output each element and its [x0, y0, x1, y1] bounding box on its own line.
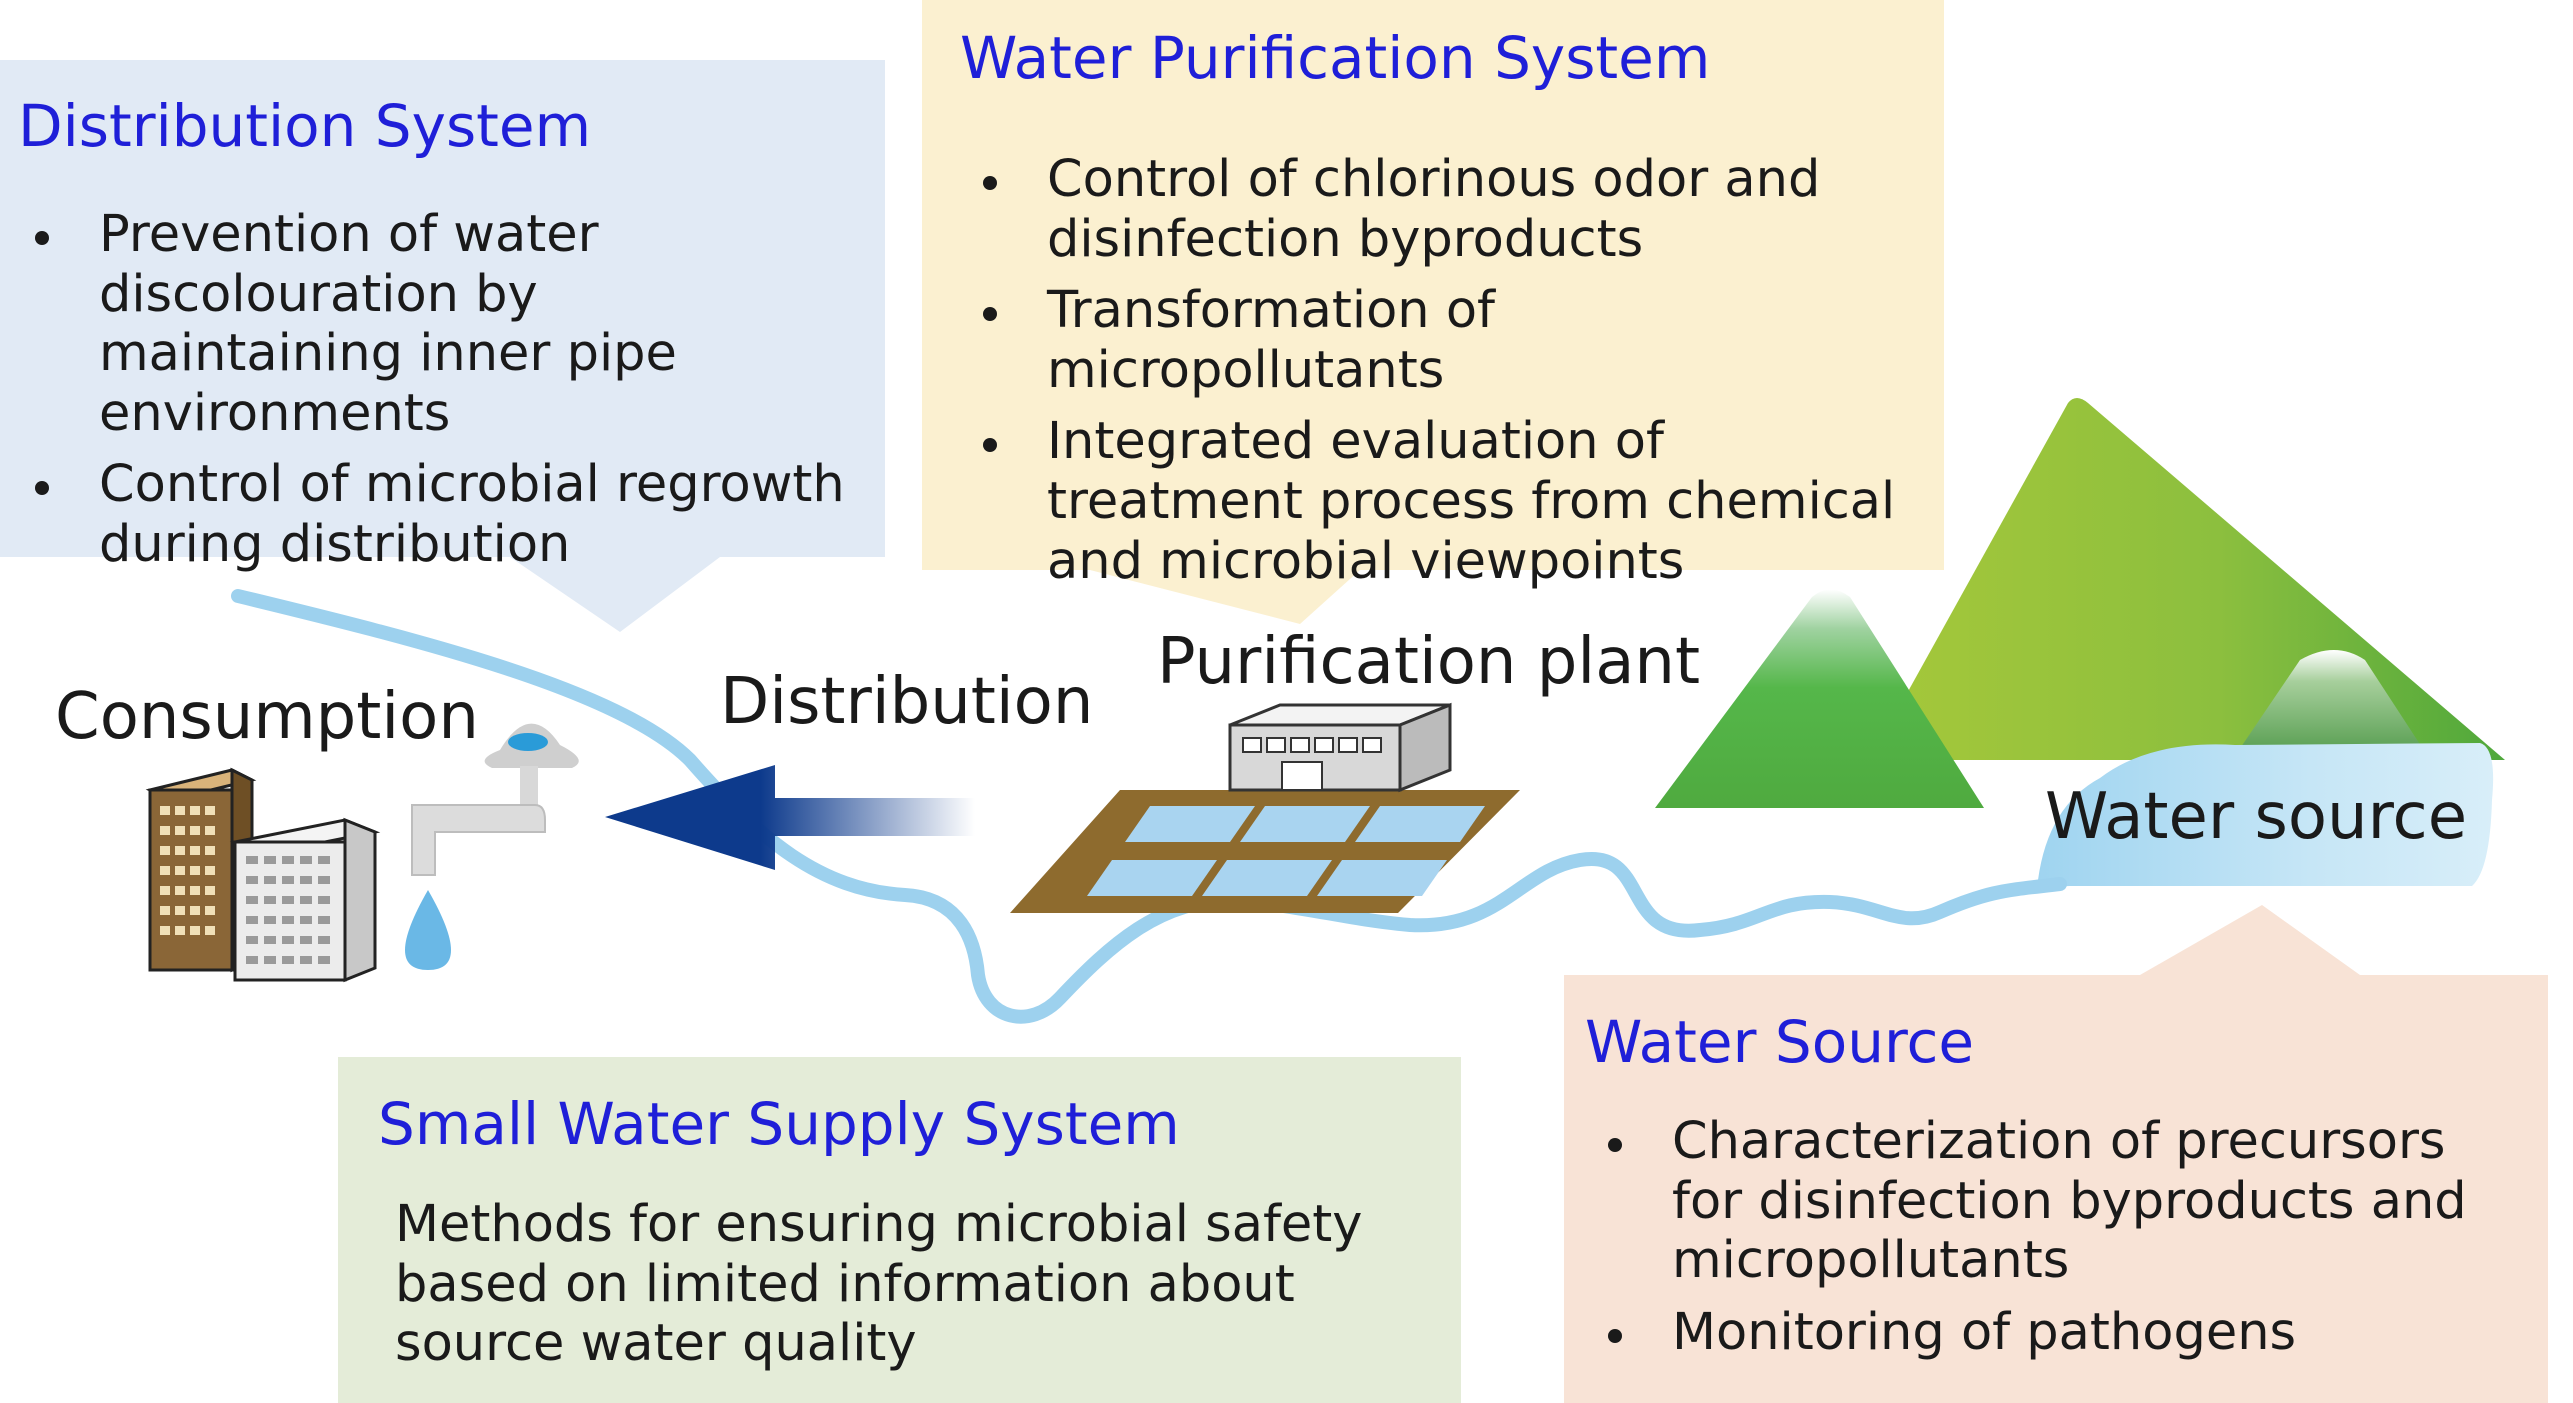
buildings-icon: [145, 767, 381, 983]
mountains-icon: [1655, 398, 2505, 808]
purification-list: Control of chlorinous odor and disinfect…: [980, 150, 1900, 603]
purification-title: Water Purification System: [960, 24, 1711, 92]
purification-callout: [922, 0, 1944, 624]
source-list: Characterization of precursors for disin…: [1605, 1112, 2530, 1374]
faucet-icon: [411, 723, 579, 876]
plant-icon: [1010, 702, 1520, 913]
distribution-list: Prevention of water discolouration by ma…: [32, 205, 852, 587]
list-item: Integrated evaluation of treatment proce…: [980, 412, 1900, 591]
list-item: Transformation of micropollutants: [980, 281, 1900, 400]
list-item: Monitoring of pathogens: [1605, 1303, 2530, 1363]
small-supply-text: Methods for ensuring microbial safety ba…: [395, 1195, 1363, 1374]
consumption-label: Consumption: [55, 680, 479, 754]
water-drop-icon: [405, 890, 451, 970]
arrow-left-icon: [605, 765, 975, 870]
distribution-title: Distribution System: [18, 92, 592, 160]
list-item: Control of microbial regrowth during dis…: [32, 455, 852, 574]
source-title: Water Source: [1585, 1008, 1975, 1076]
distribution-label: Distribution: [720, 665, 1094, 739]
lake-icon: [2038, 743, 2494, 887]
plant-label: Purification plant: [1157, 625, 1701, 699]
list-item: Characterization of precursors for disin…: [1605, 1112, 2530, 1291]
small-supply-callout: [338, 1057, 1461, 1403]
list-item: Control of chlorinous odor and disinfect…: [980, 150, 1900, 269]
small-supply-title: Small Water Supply System: [378, 1090, 1180, 1158]
list-item: Prevention of water discolouration by ma…: [32, 205, 852, 443]
source-callout: [1564, 905, 2548, 1403]
distribution-callout: [0, 60, 885, 632]
water-source-label: Water source: [2045, 780, 2468, 854]
